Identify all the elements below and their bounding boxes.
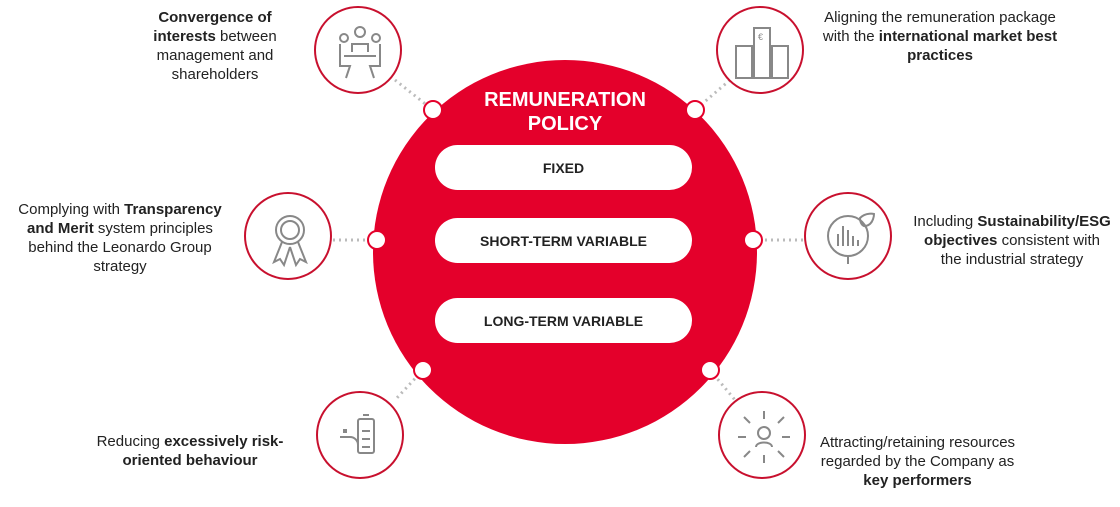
objective-market-practices: Aligning the remuneration package with t… [822, 9, 1058, 64]
objective-esg: Including Sustainability/ESG objectives … [913, 213, 1111, 268]
connector-dot [423, 100, 443, 120]
esg-chart-leaf-icon [804, 192, 892, 280]
objective-risk: Reducing excessively risk-oriented behav… [96, 433, 284, 469]
objective-transparency: Complying with Transparency and Merit sy… [18, 201, 222, 275]
objective-key-performers: Attracting/retaining resources regarded … [819, 434, 1016, 489]
buildings-euro-icon: € [716, 6, 804, 94]
component-fixed: FIXED [435, 145, 692, 190]
connector-dot [413, 360, 433, 380]
person-arrows-icon [718, 391, 806, 479]
connector-dot [685, 100, 705, 120]
component-short-term-variable: SHORT-TERM VARIABLE [435, 218, 692, 263]
objective-convergence: Convergence of interests between managem… [153, 9, 277, 83]
battery-plug-icon [316, 391, 404, 479]
award-ribbon-icon [244, 192, 332, 280]
connector-dot [743, 230, 763, 250]
svg-text:€: € [758, 32, 763, 42]
meeting-icon [314, 6, 402, 94]
connector-dot [367, 230, 387, 250]
connector-dot [700, 360, 720, 380]
component-long-term-variable: LONG-TERM VARIABLE [435, 298, 692, 343]
